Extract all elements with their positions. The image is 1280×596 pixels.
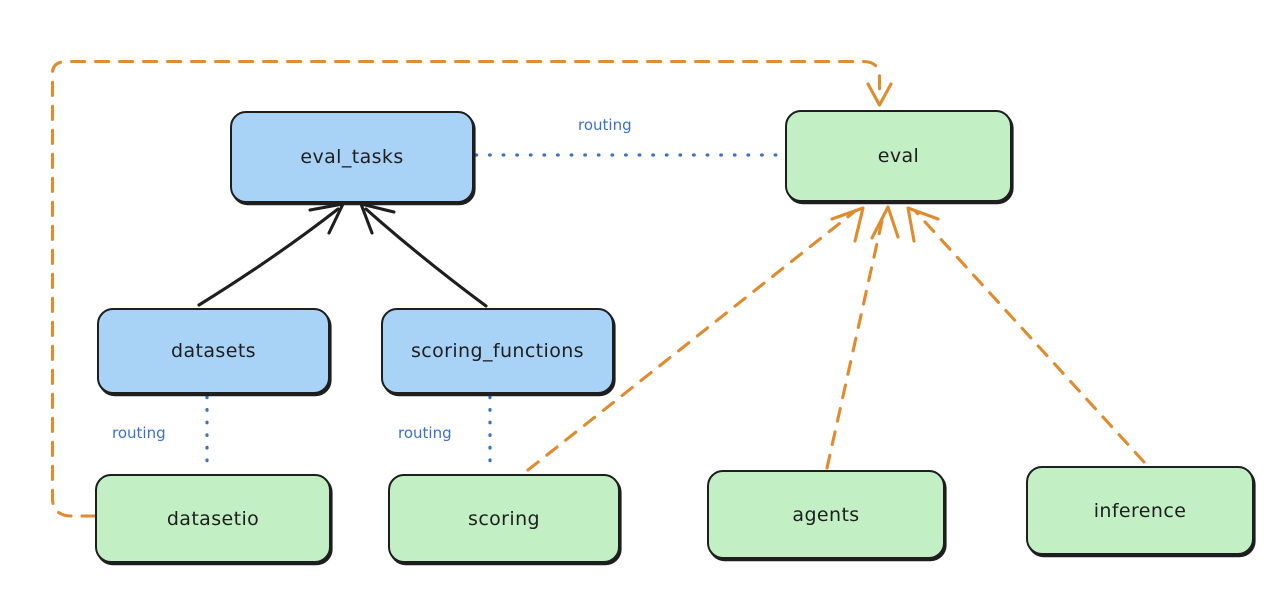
edge-label-routing-scoring-functions-scoring: routing [398,424,452,442]
node-datasetio[interactable]: datasetio [95,474,331,563]
node-scoring-functions[interactable]: scoring_functions [381,308,614,394]
edge-agents-eval [825,205,900,470]
edge-scoring-eval [526,206,865,472]
edge-scoring-functions-eval-tasks [359,202,488,308]
node-inference[interactable]: inference [1026,466,1254,555]
node-label-eval: eval [877,145,920,167]
node-label-scoring: scoring [468,507,540,530]
node-eval[interactable]: eval [785,110,1012,202]
node-eval-tasks[interactable]: eval_tasks [230,111,474,203]
node-label-scoring-functions: scoring_functions [411,340,584,362]
edge-label-routing-eval-tasks-eval: routing [578,116,632,134]
edge-label-routing-datasets-datasetio: routing [112,424,166,442]
node-label-datasetio: datasetio [166,507,260,530]
node-label-inference: inference [1093,499,1187,522]
node-label-datasets: datasets [171,340,256,362]
edge-inference-eval [906,206,1146,464]
node-label-agents: agents [792,503,860,526]
node-label-eval-tasks: eval_tasks [300,146,404,168]
node-agents[interactable]: agents [707,470,945,559]
node-scoring[interactable]: scoring [388,474,620,563]
edge-datasetio-eval [50,59,893,518]
edge-datasets-eval-tasks [197,202,345,307]
node-datasets[interactable]: datasets [97,308,330,394]
